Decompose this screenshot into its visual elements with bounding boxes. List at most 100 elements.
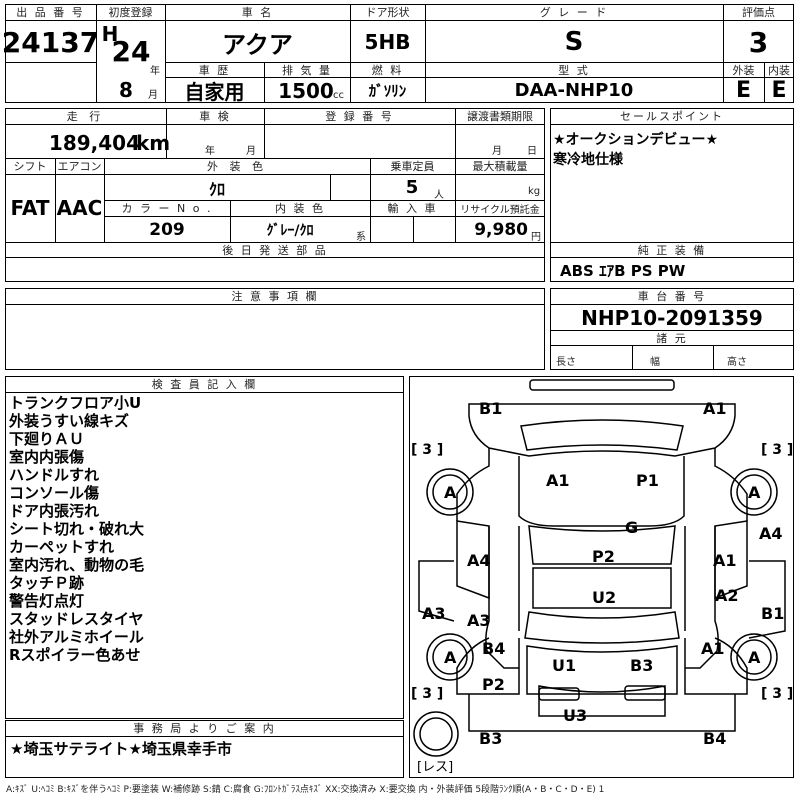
- mark-b1-top: B1: [479, 399, 502, 418]
- bracket-rr: [ 3 ]: [761, 686, 793, 702]
- chassis-label: 車 台 番 号: [637, 290, 707, 303]
- mark-rear-l-p2: P2: [482, 675, 505, 694]
- bracket-rl: [ 3 ]: [411, 686, 443, 702]
- score-label: 評価点: [742, 6, 775, 19]
- later-parts-label: 後 日 発 送 部 品: [222, 243, 328, 257]
- mark-a1-top: A1: [703, 399, 727, 418]
- mileage-unit: km: [135, 131, 171, 155]
- load-label: 最大積載量: [472, 160, 528, 173]
- mark-rear-l-b4: B4: [482, 639, 505, 658]
- mark-glass-g: G: [625, 518, 638, 537]
- tire-fr: A: [748, 483, 761, 502]
- color-no-label: カ ラ ー N o .: [121, 202, 213, 215]
- type-label: 型 式: [558, 63, 590, 77]
- inspection-label: 車 検: [199, 110, 231, 123]
- color-label: 外 装 色: [207, 160, 267, 173]
- inspector-box: [5, 376, 404, 719]
- displacement: 1500: [278, 78, 334, 103]
- door-label: ドア形状: [365, 6, 410, 19]
- tire-rl: A: [444, 648, 457, 667]
- mark-roof-p2: P2: [592, 547, 615, 566]
- shift-label: シフト: [13, 160, 47, 173]
- dim-height: 高さ: [727, 357, 747, 368]
- mileage-label: 走 行: [66, 110, 105, 123]
- inspection-month-unit: 月: [246, 146, 256, 157]
- lot-no: 24137: [1, 25, 100, 59]
- ac-label: エアコン: [57, 160, 102, 173]
- fuel-label: 燃 料: [371, 63, 404, 77]
- history: 自家用: [184, 80, 245, 104]
- interior-color: ｸﾞﾚｰ/ｸﾛ: [266, 222, 314, 239]
- car-diagram-box: [409, 376, 794, 778]
- recycle: 9,980: [474, 219, 528, 240]
- mark-side-l-a3: A3: [422, 604, 446, 623]
- mark-trunk-u1: U1: [552, 656, 576, 675]
- grade-label: グ レ ー ド: [539, 6, 609, 19]
- history-label: 車 歴: [198, 63, 231, 77]
- transfer-month-unit: 月: [492, 146, 502, 157]
- year-unit: 年: [150, 66, 160, 77]
- fuel: ｶﾞｿﾘﾝ: [368, 82, 407, 100]
- load-unit: kg: [528, 186, 541, 197]
- import-label: 輸 入 車: [387, 202, 438, 215]
- detail-block: [5, 108, 545, 282]
- reg-era: H: [101, 22, 119, 46]
- interior-color-unit: 系: [356, 232, 366, 243]
- mark-trunk-b3: B3: [630, 656, 653, 675]
- car-outline: [418, 379, 786, 732]
- tires: [413, 468, 778, 757]
- lot-no-label: 出 品 番 号: [16, 6, 85, 19]
- inspector-note: ハンドルすれ: [9, 466, 100, 484]
- transfer-day-unit: 日: [527, 146, 537, 157]
- tire-fl: A: [444, 483, 457, 502]
- inspector-note: 社外アルミホイール: [9, 628, 144, 646]
- mark-roof-u2: U2: [592, 588, 616, 607]
- capacity: 5: [405, 177, 419, 198]
- mark-door-r1: A1: [713, 551, 737, 570]
- reg-month: 8: [119, 78, 133, 102]
- bracket-fr: [ 3 ]: [761, 442, 793, 458]
- reg-label: 初度登録: [108, 6, 153, 19]
- ac: AAC: [56, 196, 103, 220]
- interior-grade: E: [771, 78, 787, 103]
- office-box: [5, 720, 404, 778]
- reg-year: 24: [111, 34, 151, 68]
- inspector-note: コンソール傷: [9, 484, 100, 502]
- car-diagram: B1 A1 [ 3 ] [ 3 ] A A A1 P1 G A4 A1 A4 P…: [411, 379, 793, 775]
- mileage: 189,404: [48, 131, 140, 155]
- dim-length: 長さ: [556, 357, 576, 368]
- recycle-label: リサイクル預託金: [460, 204, 540, 216]
- inspector-note: 室内内張傷: [9, 448, 85, 466]
- capacity-unit: 人: [434, 190, 444, 201]
- color-no: 209: [149, 219, 185, 240]
- mark-b4-bottom: B4: [703, 729, 726, 748]
- mark-bumper-u3: U3: [563, 706, 587, 725]
- plate-label: 登 録 番 号: [325, 110, 394, 123]
- inspector-note: 外装うすい線キズ: [9, 412, 130, 430]
- transfer-label: 譲渡書類期限: [467, 110, 533, 123]
- sales-points: ★オークションデビュー★ 寒冷地仕様: [553, 130, 718, 170]
- interior-label: 内装: [768, 63, 790, 77]
- inspector-note: カーペットすれ: [9, 538, 115, 556]
- inspector-note: Rスポイラー色あせ: [9, 646, 141, 664]
- mark-side-r-b1: B1: [761, 604, 784, 623]
- mark-door-l2: A3: [467, 611, 491, 630]
- inspector-notes: トランクフロア小U 外装うすい線キズ 下廻りＡＵ 室内内張傷 ハンドルすれ コン…: [9, 394, 144, 664]
- displacement-unit: cc: [333, 90, 344, 101]
- mark-fender-r: A4: [759, 524, 783, 543]
- model: アクア: [222, 30, 293, 59]
- color: ｸﾛ: [208, 179, 225, 199]
- mark-b3-bottom: B3: [479, 729, 502, 748]
- chassis-box: [550, 288, 794, 370]
- interior-color-label: 内 装 色: [275, 202, 325, 215]
- recycle-unit: 円: [531, 232, 541, 243]
- inspector-note: 室内汚れ、動物の毛: [9, 556, 145, 574]
- office-label: 事 務 局 よ り ご 案 内: [133, 722, 276, 735]
- grade: S: [564, 27, 584, 57]
- equipment: ABS ｴｱB PS PW: [560, 261, 686, 280]
- inspector-note: トランクフロア小U: [9, 394, 142, 412]
- spare-tire-label: [レス]: [417, 760, 453, 775]
- displacement-label: 排 気 量: [282, 63, 332, 77]
- inspector-label: 検 査 員 記 入 欄: [151, 378, 258, 391]
- sales-point: ★オークションデビュー★: [553, 132, 719, 148]
